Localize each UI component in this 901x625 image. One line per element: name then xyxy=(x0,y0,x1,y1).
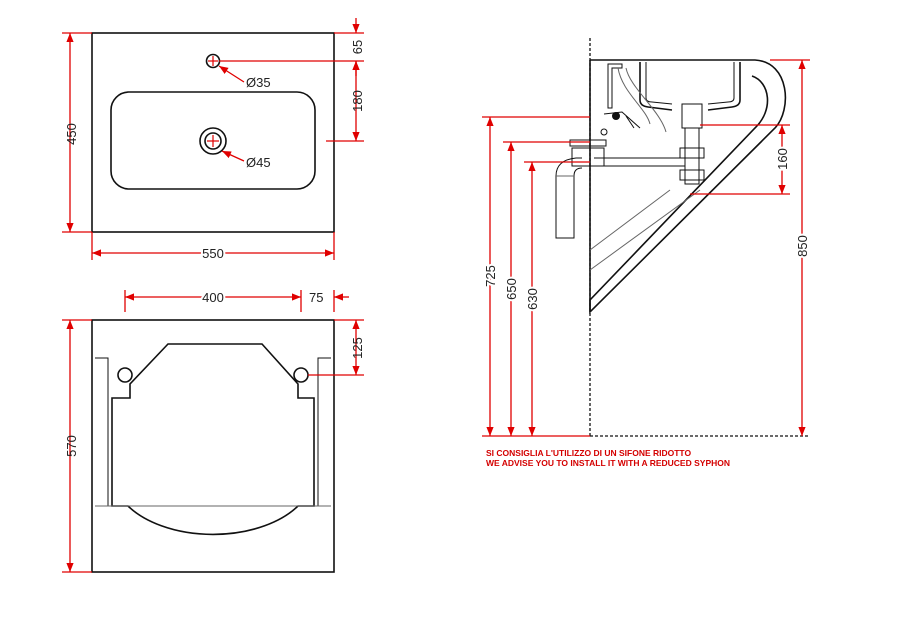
note-italian: SI CONSIGLIA L'UTILIZZO DI UN SIFONE RID… xyxy=(486,448,691,458)
tap-hole-offset-label: 65 xyxy=(350,40,365,54)
underside-recess xyxy=(111,343,315,536)
height-725-label: 725 xyxy=(483,265,498,287)
height-850-label: 850 xyxy=(795,235,810,257)
basin-outline-bottom xyxy=(91,319,335,573)
bowl-outline xyxy=(110,91,316,190)
fixing-hole-left-icon xyxy=(117,367,133,383)
height-650-label: 650 xyxy=(504,278,519,300)
note-english: WE ADVISE YOU TO INSTALL IT WITH A REDUC… xyxy=(486,458,730,468)
top-view: Ø35 Ø45 450 550 65 180 xyxy=(62,18,365,263)
basin-outline-top xyxy=(91,32,335,233)
depth-label: 450 xyxy=(64,123,79,145)
height-630-label: 630 xyxy=(525,288,540,310)
bowl-offset-label: 180 xyxy=(350,90,365,112)
drain-leader xyxy=(221,150,245,162)
height-160-label: 160 xyxy=(775,148,790,170)
tap-hole-diameter-label: Ø35 xyxy=(246,75,271,90)
fixing-edge-label: 75 xyxy=(309,290,323,305)
drain-icon xyxy=(199,127,227,155)
side-view: 725 650 630 160 850 SI CONSIGLIA L'UTILI… xyxy=(481,38,812,468)
fixing-hole-right-icon xyxy=(293,367,309,383)
drain-diameter-label: Ø45 xyxy=(246,155,271,170)
bottom-depth-label: 570 xyxy=(64,435,79,457)
fixing-span-label: 400 xyxy=(202,290,224,305)
bottom-view: 400 75 125 570 xyxy=(62,288,365,573)
fixing-offset-label: 125 xyxy=(350,337,365,359)
width-label: 550 xyxy=(202,246,224,261)
tap-hole-leader xyxy=(218,65,245,83)
tap-hole-icon xyxy=(205,53,221,69)
basin-side-profile xyxy=(589,59,787,314)
